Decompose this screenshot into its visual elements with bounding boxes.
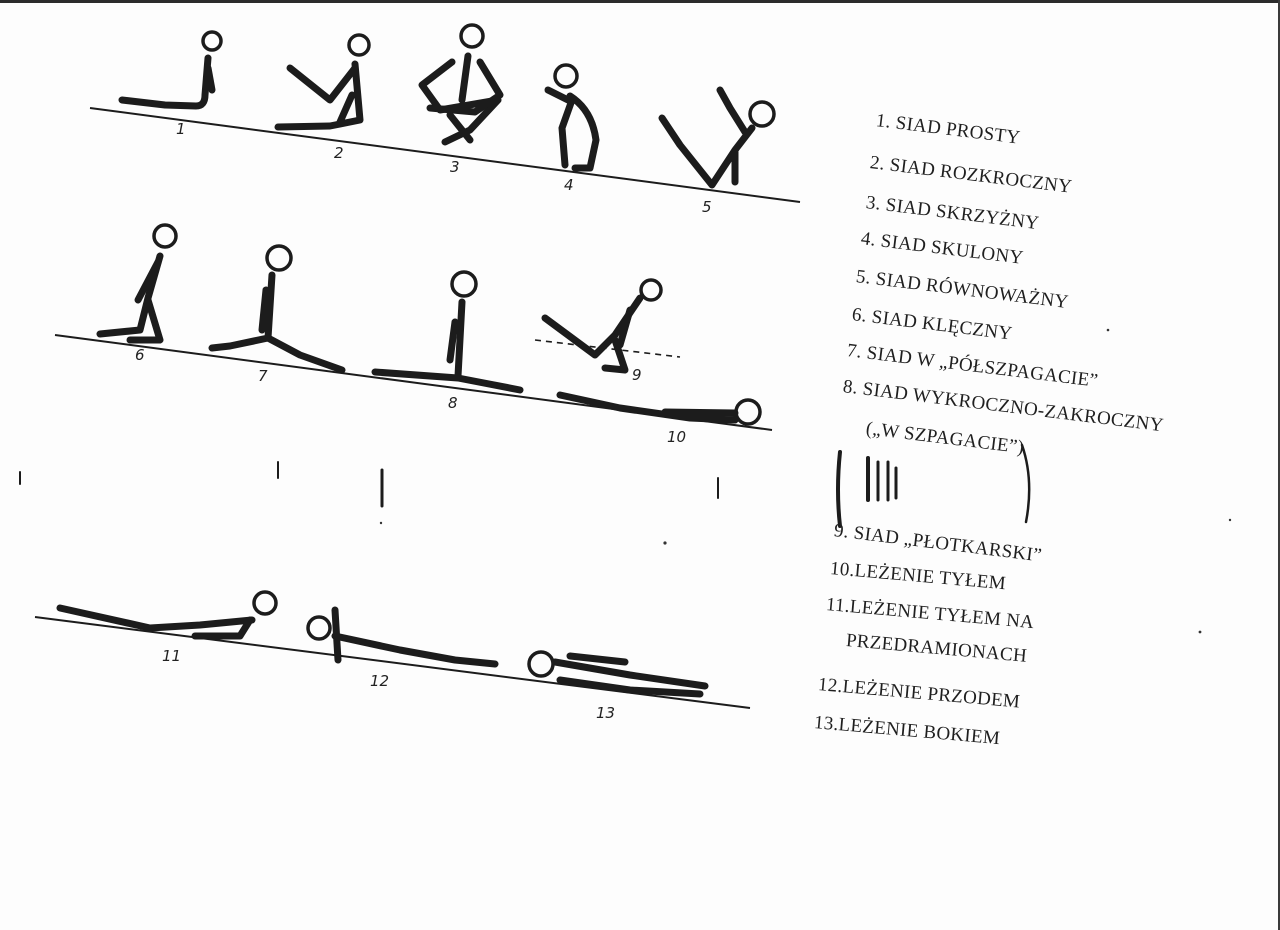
legend-item-6: 6. SIAD KLĘCZNY	[851, 304, 1014, 345]
legend-number: 8.	[841, 376, 860, 399]
figure-5-balance-sit	[658, 86, 776, 189]
figure-label-3: 3	[450, 158, 460, 176]
legend-number: 3.	[864, 192, 883, 215]
ground-line-row-1	[89, 107, 801, 203]
figure-2-straddle-sit	[274, 33, 371, 131]
figure-label-10: 10	[667, 428, 686, 446]
legend-number: 2.	[868, 152, 887, 175]
legend-item-4: 4. SIAD SKULONY	[860, 228, 1025, 270]
figure-label-6: 6	[135, 346, 145, 364]
legend-item-8-continued: („W SZPAGACIE”)	[865, 418, 1026, 459]
legend-label: SIAD ROZKROCZNY	[888, 154, 1074, 198]
legend-label: LEŻENIE TYŁEM NA	[848, 596, 1036, 634]
legend-label: LEŻENIE TYŁEM	[853, 560, 1007, 595]
legend-label: SIAD PROSTY	[894, 112, 1022, 149]
legend-label: PRZEDRAMIONACH	[845, 630, 1028, 667]
legend-number: 6.	[850, 304, 869, 327]
figure-label-8: 8	[448, 394, 458, 412]
figure-10-lying-on-back	[556, 391, 762, 426]
figure-13-lying-on-side	[527, 650, 709, 698]
legend-label: SIAD „PŁOTKARSKI”	[852, 522, 1043, 567]
legend-number: 11.	[825, 594, 851, 618]
legend-item-12: 12.LEŻENIE PRZODEM	[817, 674, 1021, 714]
figure-1-straight-sit	[118, 30, 223, 110]
legend-number: 1.	[874, 110, 893, 133]
figure-6-kneeling-sit	[96, 223, 178, 344]
figure-label-13: 13	[596, 704, 615, 722]
legend-label: SIAD RÓWNOWAŻNY	[874, 268, 1070, 313]
legend-number: 12.	[817, 674, 844, 698]
legend-number: 4.	[859, 228, 878, 251]
ground-line-row-3	[34, 616, 751, 709]
legend-item-2: 2. SIAD ROZKROCZNY	[868, 152, 1074, 199]
legend-item-3: 3. SIAD SKRZYŻNY	[865, 192, 1041, 235]
legend-number: 9.	[832, 520, 851, 543]
figure-label-9: 9	[632, 366, 642, 384]
figure-9-hurdler-sit	[541, 278, 663, 374]
figure-4-tucked-sit	[544, 63, 600, 172]
legend-label: LEŻENIE PRZODEM	[841, 676, 1021, 713]
figure-label-2: 2	[334, 144, 344, 162]
figure-label-4: 4	[564, 176, 574, 194]
legend-label: SIAD KLĘCZNY	[870, 306, 1014, 345]
legend-item-10: 10.LEŻENIE TYŁEM	[829, 558, 1007, 595]
legend-number: 5.	[854, 266, 873, 289]
figure-11-lying-on-forearms	[56, 590, 278, 640]
legend-item-11-continued: PRZEDRAMIONACH	[845, 630, 1028, 668]
legend-number: 10.	[829, 558, 856, 582]
legend-number: 7.	[845, 340, 864, 363]
legend-label: SIAD SKRZYŻNY	[884, 194, 1041, 235]
legend-item-13: 13.LEŻENIE BOKIEM	[813, 712, 1001, 750]
legend-item-1: 1. SIAD PROSTY	[875, 110, 1022, 150]
figure-label-5: 5	[702, 198, 712, 216]
legend-label: LEŻENIE BOKIEM	[837, 714, 1001, 750]
figure-3-cross-legged-sit	[418, 23, 504, 146]
hurdle-dashed-line	[534, 339, 681, 358]
figure-8-full-split-sit	[371, 270, 524, 394]
legend-number: 13.	[813, 712, 840, 736]
scan-artifact-marks	[19, 328, 1232, 634]
legend-item-11: 11.LEŻENIE TYŁEM NA	[825, 594, 1035, 634]
legend-item-5: 5. SIAD RÓWNOWAŻNY	[855, 266, 1070, 314]
legend-bracket-marks	[836, 443, 1031, 528]
legend-label: SIAD SKULONY	[879, 230, 1025, 269]
scan-edge-top	[0, 0, 1280, 3]
legend: 1. SIAD PROSTY 2. SIAD ROZKROCZNY 3. SIA…	[812, 100, 1212, 750]
figure-label-11: 11	[162, 647, 181, 665]
figure-7-half-split-sit	[208, 244, 346, 374]
figure-label-7: 7	[258, 367, 268, 385]
figure-12-lying-on-front	[306, 606, 499, 668]
legend-label: („W SZPAGACIE”)	[864, 418, 1026, 459]
figure-label-12: 12	[370, 672, 389, 690]
scan-edge-right	[1278, 0, 1280, 930]
figure-label-1: 1	[176, 120, 186, 138]
